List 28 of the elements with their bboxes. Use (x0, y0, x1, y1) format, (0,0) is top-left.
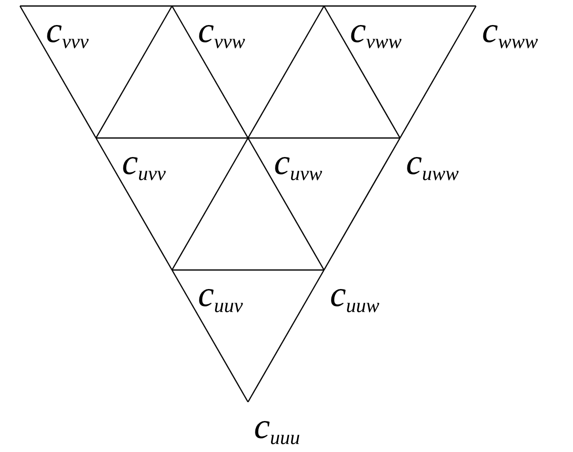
edge-line (247, 270, 325, 402)
edge-line (171, 6, 249, 138)
edge-line (20, 5, 172, 7)
edge-line (323, 138, 401, 270)
vertex-label: c$_{uww}$ (400, 138, 459, 180)
vertex-label: c$_{uvw}$ (248, 138, 322, 180)
edge-line (95, 138, 173, 270)
edge-line (324, 5, 476, 7)
vertex-label: c$_{vvw}$ (172, 6, 246, 48)
vertex-label: c$_{uvv}$ (96, 138, 166, 180)
edge-line (172, 269, 324, 271)
vertex-label: c$_{vww}$ (324, 6, 402, 48)
edge-line (247, 138, 325, 270)
edge-line (323, 6, 401, 138)
edge-line (95, 6, 173, 138)
vertex-label: c$_{uuw}$ (324, 270, 380, 312)
vertex-label: c$_{www}$ (476, 6, 538, 48)
edge-line (172, 5, 324, 7)
edge-line (248, 137, 400, 139)
edge-line (247, 6, 325, 138)
edge-line (19, 6, 97, 138)
edge-line (171, 138, 249, 270)
edge-line (171, 270, 249, 402)
edge-line (399, 6, 477, 138)
vertex-label: c$_{uuu}$ (248, 402, 300, 444)
edge-line (96, 137, 248, 139)
vertex-label: c$_{uuv}$ (172, 270, 243, 312)
vertex-label: c$_{vvv}$ (20, 6, 89, 48)
